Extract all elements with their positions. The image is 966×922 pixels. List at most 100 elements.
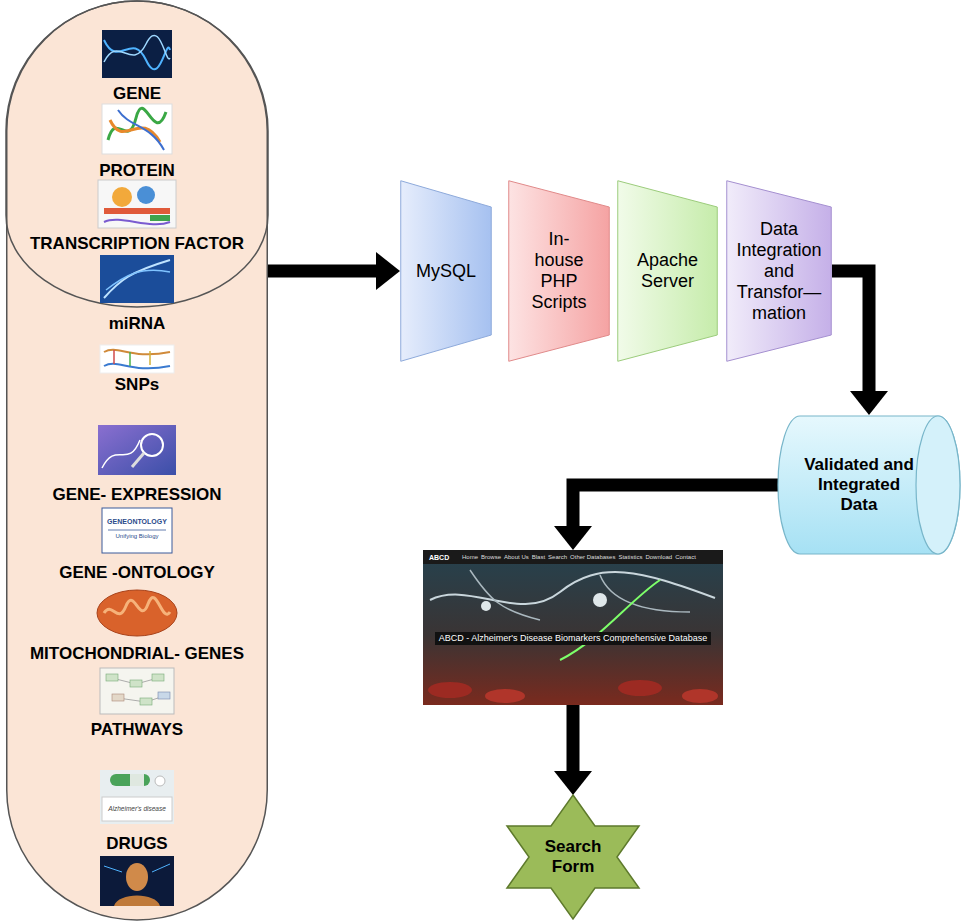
pathway-icon-part — [158, 692, 170, 699]
flow-arrow — [832, 271, 888, 415]
image-label: ABCD — [429, 553, 449, 562]
snp-icon-part — [104, 364, 170, 369]
drugs-icon — [100, 770, 174, 824]
website-screenshot-image-part — [485, 689, 525, 703]
pathway-icon-part — [130, 680, 142, 687]
gene-expression-icon-part — [132, 453, 144, 467]
mirna-icon-part — [106, 270, 170, 290]
pathway-icon-part — [106, 674, 118, 681]
mitochondria-icon-part — [104, 598, 170, 615]
nav-item: Contact — [675, 553, 696, 561]
search-star: Search Form — [507, 795, 639, 919]
node-label: miRNA — [6, 314, 268, 334]
image-label: GENEONTOLOGY — [102, 517, 172, 526]
star-outline — [507, 795, 639, 919]
node-label: DRUGS — [6, 834, 268, 854]
node-label: Apache Server — [630, 250, 706, 292]
transcription-factor-icon-part — [104, 208, 170, 214]
flow-arrow — [554, 485, 778, 550]
arrow-shaft — [573, 485, 778, 527]
process-trapezoid: Data Integration and Transfor—mation — [726, 180, 832, 362]
process-trapezoid: In-house PHP Scripts — [508, 180, 610, 362]
website-screenshot-image-part — [593, 593, 607, 607]
gene-expression-icon — [98, 425, 176, 475]
node-label: TRANSCRIPTION FACTOR — [6, 234, 268, 254]
database-cylinder: Validated and Integrated Data — [778, 415, 960, 555]
brain-head-icon — [100, 856, 174, 906]
node-label: Data Integration and Transfor—mation — [732, 219, 826, 324]
nav-item: Blast — [532, 553, 545, 561]
drugs-icon-part — [102, 797, 172, 821]
arrow-head — [554, 526, 592, 550]
drugs-icon-part — [130, 774, 144, 786]
node-label: Search Form — [533, 837, 613, 877]
website-screenshot-image-part — [618, 680, 662, 696]
process-trapezoid: MySQL — [400, 180, 492, 362]
flow-arrow — [554, 705, 592, 795]
nav-item: Statistics — [618, 553, 642, 561]
website-screenshot-image-part — [470, 570, 540, 620]
mirna-icon — [100, 255, 174, 303]
text-holder: Data Integration and Transfor—mation — [726, 180, 832, 362]
mirna-icon-part — [104, 260, 170, 298]
brain-head-icon-part — [152, 864, 170, 872]
gene-expression-icon-part — [98, 425, 176, 475]
trapezoid-outline — [727, 181, 832, 362]
node-label: GENE- EXPRESSION — [6, 485, 268, 505]
nav-item: Browse — [481, 553, 501, 561]
cylinder-face — [916, 416, 960, 554]
gene-ontology-logo-part — [102, 508, 172, 553]
text-holder: Apache Server — [617, 180, 718, 362]
transcription-factor-icon-part — [112, 187, 132, 207]
oval-outline — [7, 1, 268, 920]
arrow-shaft — [832, 271, 869, 392]
scope-circle-outline-part — [6, 1, 268, 307]
brain-head-icon-part — [126, 863, 148, 891]
gene-ontology-logo — [102, 508, 172, 553]
brain-head-icon-part — [114, 896, 160, 907]
arrow-shaft — [268, 265, 377, 278]
nav-item: Other Databases — [570, 553, 615, 561]
arrow-shaft — [567, 705, 580, 772]
scope-circle-outline — [6, 1, 268, 307]
dna-icon-part — [102, 30, 172, 78]
snp-icon-part — [113, 350, 115, 364]
trapezoid-outline — [401, 181, 492, 362]
node-label: MySQL — [406, 261, 486, 282]
dna-icon-part — [104, 35, 170, 62]
cylinder-body — [778, 416, 960, 554]
website-screenshot-image-part — [423, 550, 723, 564]
node-label: SNPs — [6, 375, 268, 395]
website-screenshot-image-part — [423, 550, 723, 705]
transcription-factor-icon-part — [98, 180, 176, 228]
gene-expression-icon-part — [141, 434, 163, 456]
brain-head-icon-part — [104, 866, 122, 872]
text-holder: Validated and Integrated Data — [778, 415, 960, 555]
brain-head-icon-part — [100, 856, 174, 906]
node-label: PATHWAYS — [6, 720, 268, 740]
gene-ontology-logo-part — [108, 530, 166, 531]
snp-icon-part — [149, 351, 151, 365]
website-screenshot-image-part — [682, 689, 718, 703]
text-holder: Search Form — [507, 795, 639, 919]
flow-arrow — [268, 252, 400, 290]
transcription-factor-icon — [98, 180, 176, 228]
website-screenshot-image-part — [481, 601, 491, 611]
trapezoid-outline — [509, 181, 610, 362]
image-label: Alzheimer's disease — [102, 804, 172, 813]
transcription-factor-icon-part — [150, 215, 170, 221]
mitochondria-icon-part — [97, 590, 177, 636]
website-screenshot-image-part — [430, 572, 715, 604]
node-label: MITOCHONDRIAL- GENES — [6, 644, 268, 664]
website-screenshot-image-part — [600, 575, 690, 612]
protein-icon-part — [118, 110, 164, 150]
mirna-icon-part — [100, 255, 174, 303]
node-label: PROTEIN — [6, 161, 268, 181]
arrow-head — [554, 771, 592, 795]
dna-icon — [102, 30, 172, 78]
nav-item: Download — [645, 553, 672, 561]
nav-item: Search — [548, 553, 567, 561]
image-label: Unifying Biology — [102, 532, 172, 540]
transcription-factor-icon-part — [137, 186, 155, 204]
node-label: In-house PHP Scripts — [528, 229, 590, 313]
